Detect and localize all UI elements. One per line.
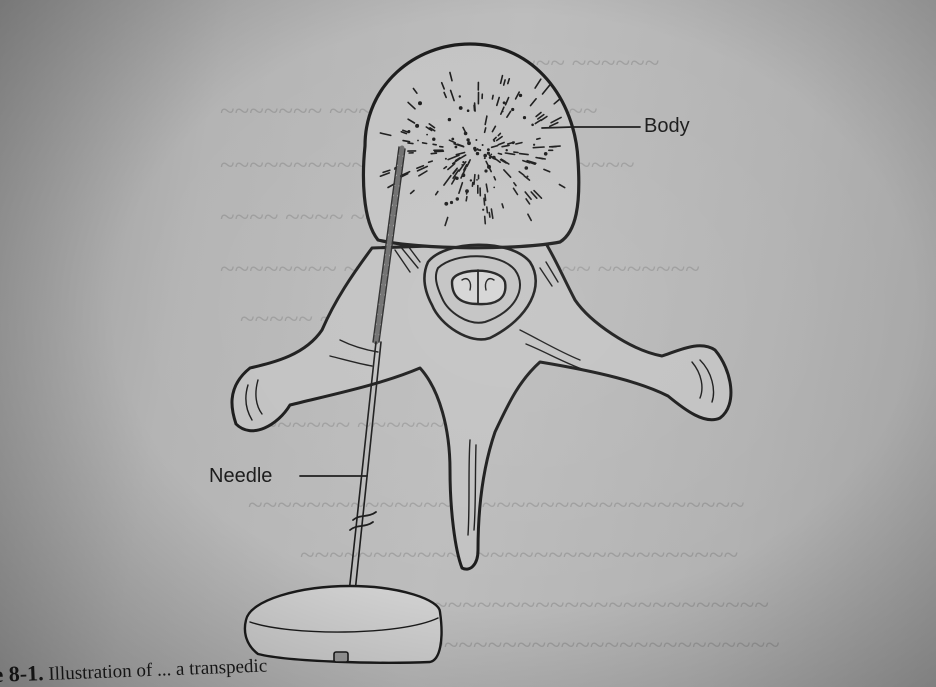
- body-label: Body: [644, 115, 690, 138]
- body-leader-line: [542, 127, 640, 128]
- figure-number: e 8-1.: [0, 660, 44, 687]
- needle-label: Needle: [209, 465, 272, 488]
- needle-handle: [245, 586, 442, 663]
- spinal-cord: [452, 270, 505, 304]
